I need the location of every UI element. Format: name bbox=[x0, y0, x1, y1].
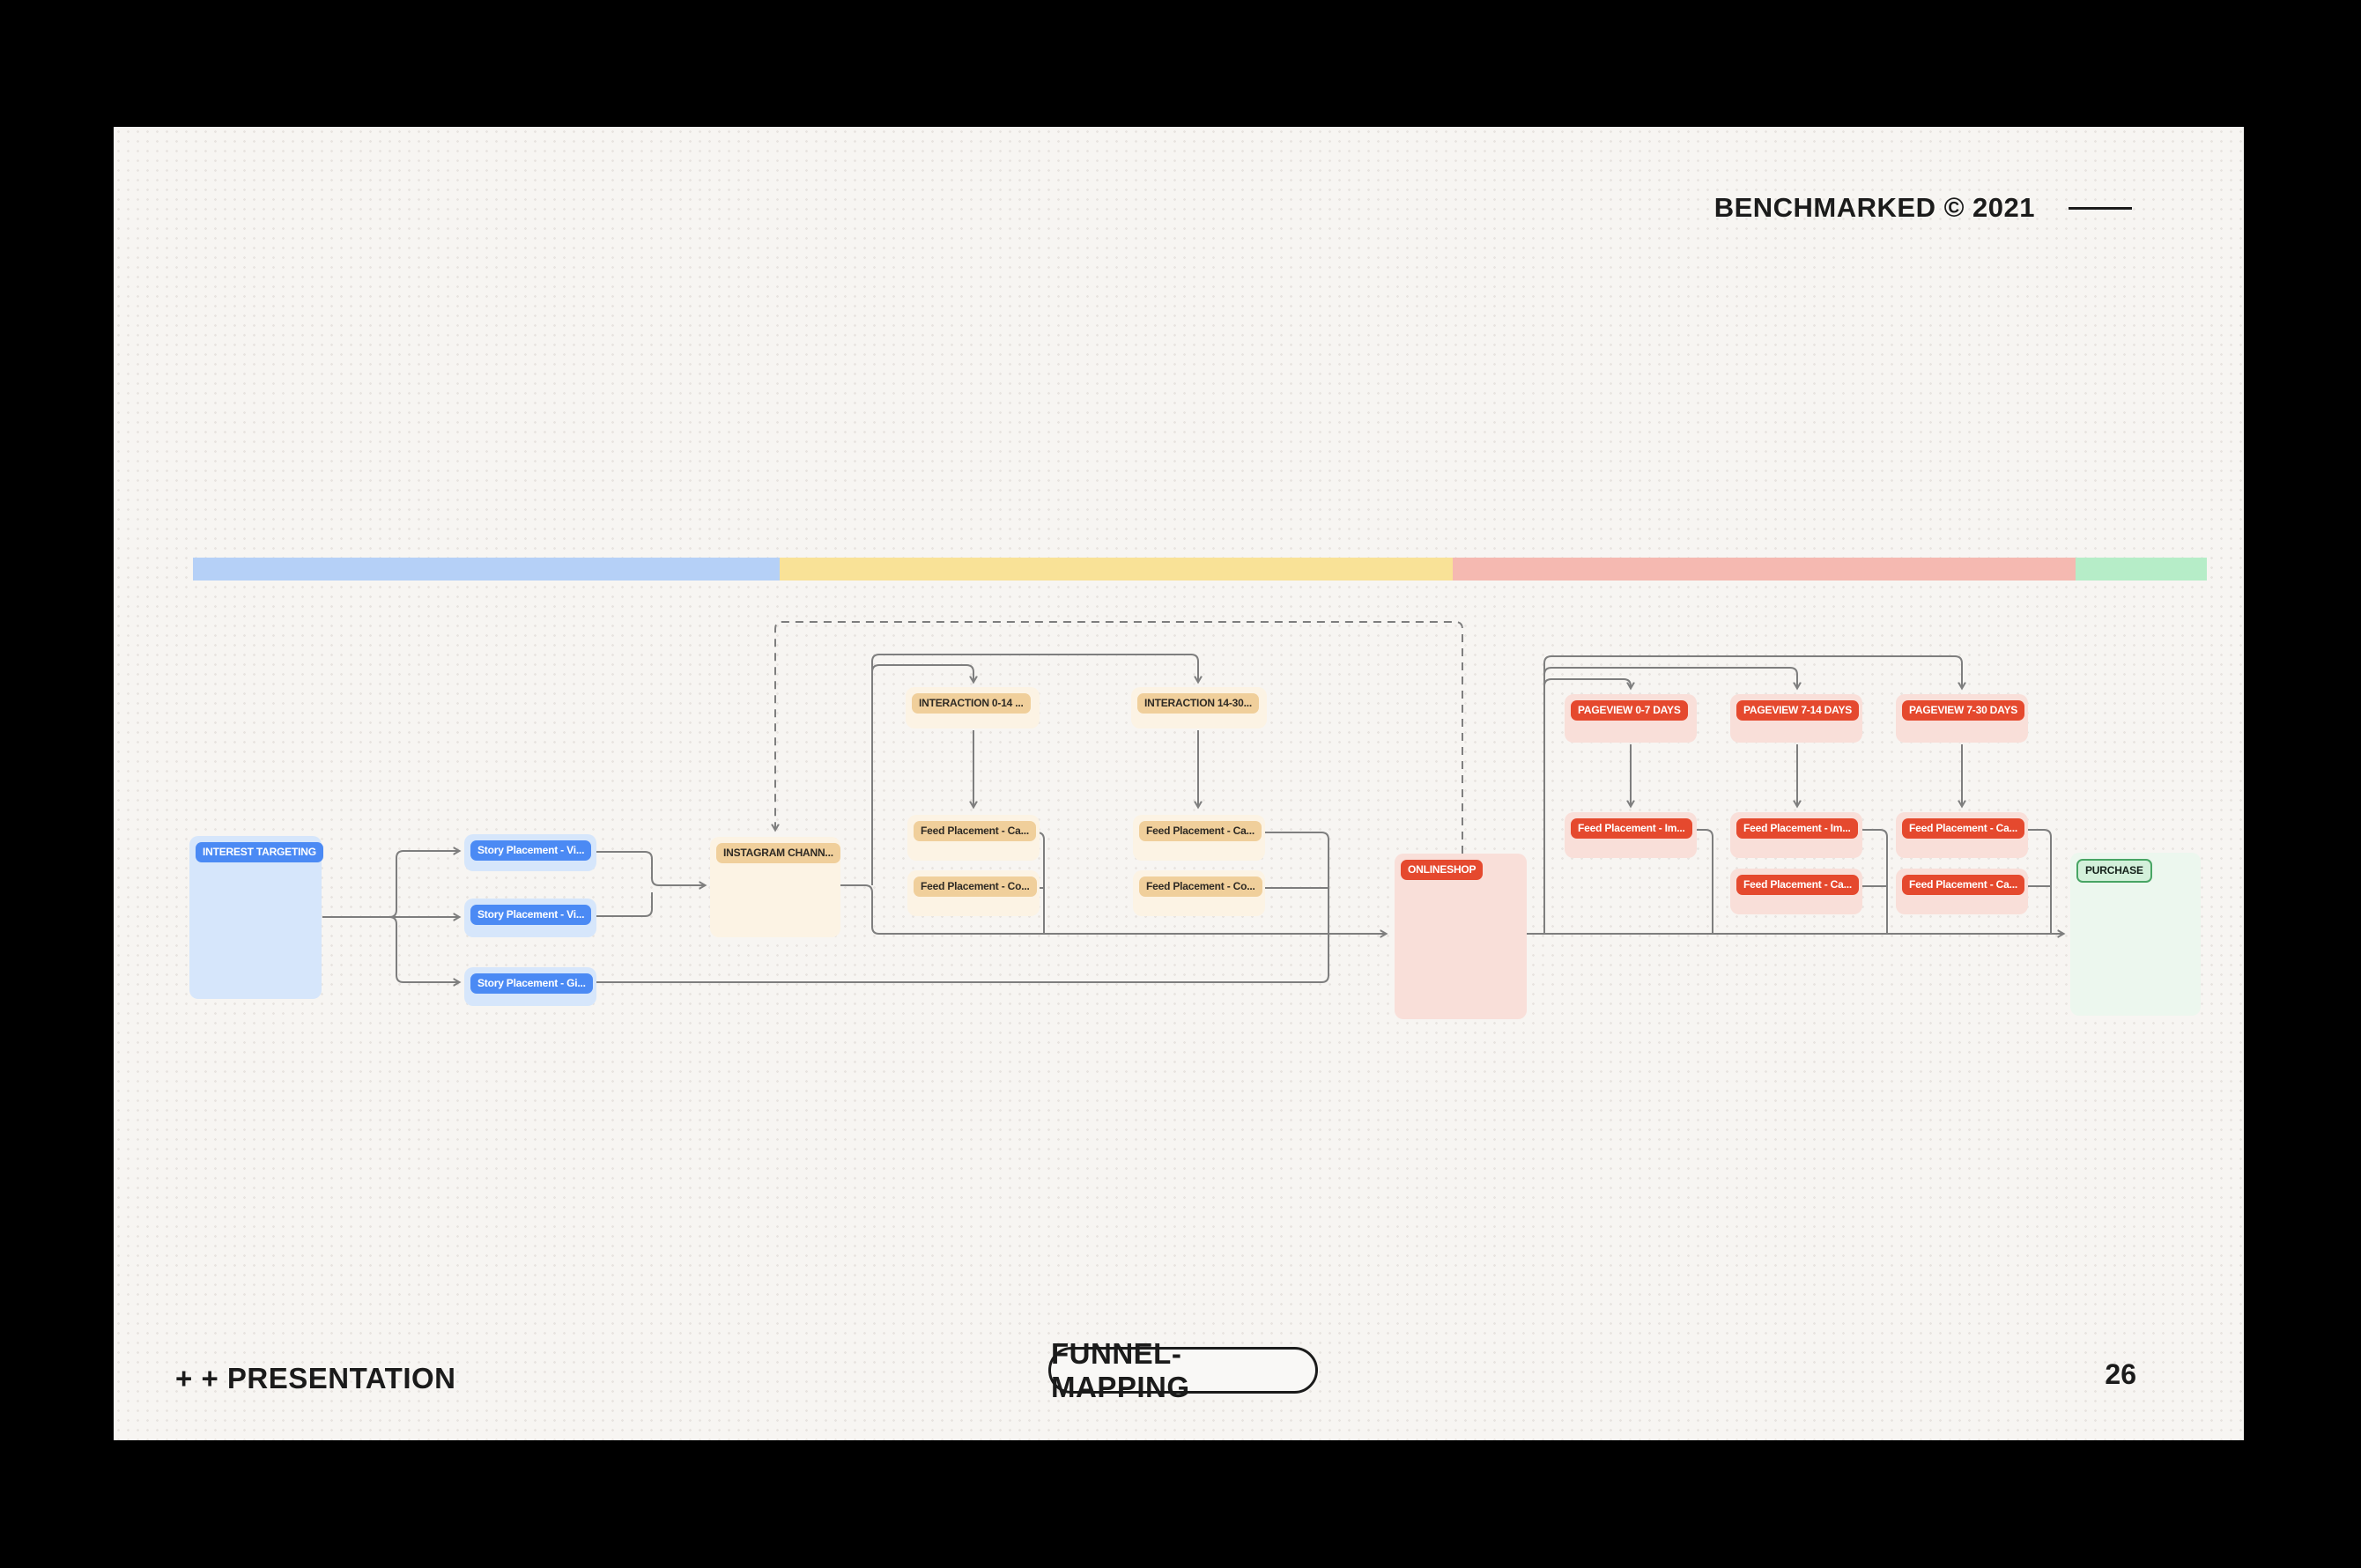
node-label: Story Placement - Vi... bbox=[470, 905, 592, 925]
node-feed-placement-ca-r3b: Feed Placement - Ca... bbox=[1896, 869, 2028, 914]
node-label: Story Placement - Gi... bbox=[470, 973, 593, 994]
node-instagram-channel: INSTAGRAM CHANN... bbox=[710, 837, 840, 937]
node-story-placement-2: Story Placement - Vi... bbox=[464, 899, 596, 937]
node-label: Feed Placement - Ca... bbox=[1902, 818, 2024, 839]
pageview-down-arrows bbox=[1631, 744, 1962, 806]
footer-funnel-mapping-pill: FUNNEL-MAPPING bbox=[1048, 1337, 1318, 1403]
node-feed-placement-co-1: Feed Placement - Co... bbox=[907, 870, 1040, 916]
node-feed-placement-im-r2: Feed Placement - Im... bbox=[1730, 812, 1862, 858]
node-label: Feed Placement - Co... bbox=[914, 876, 1037, 897]
node-label: INTEREST TARGETING bbox=[196, 842, 323, 862]
node-label: Story Placement - Vi... bbox=[470, 840, 592, 861]
funnel-stage-bar bbox=[193, 558, 2207, 581]
brand-dash-line bbox=[2069, 206, 2132, 210]
funnel-bar-segment-green-stage bbox=[2076, 558, 2207, 581]
footer-presentation-label: + + PRESENTATION bbox=[175, 1362, 456, 1394]
node-label: Feed Placement - Ca... bbox=[914, 821, 1036, 841]
node-label: Feed Placement - Ca... bbox=[1736, 875, 1859, 895]
funnel-bar-segment-yellow-stage bbox=[780, 558, 1453, 581]
node-interaction-0-14: INTERACTION 0-14 ... bbox=[906, 687, 1040, 729]
node-label: INTERACTION 14-30... bbox=[1137, 693, 1260, 714]
copyright-text: BENCHMARKED © 2021 bbox=[1713, 192, 2035, 223]
node-label: Feed Placement - Im... bbox=[1736, 818, 1858, 839]
node-label: INSTAGRAM CHANN... bbox=[716, 843, 840, 863]
retargeting-dashed-loop bbox=[775, 621, 1463, 854]
node-feed-placement-co-2: Feed Placement - Co... bbox=[1133, 870, 1265, 916]
funnel-bar-segment-blue-stage bbox=[193, 558, 780, 581]
footer-pill-label: FUNNEL-MAPPING bbox=[1051, 1336, 1190, 1403]
node-label: PAGEVIEW 0-7 DAYS bbox=[1571, 700, 1688, 721]
node-interaction-14-30: INTERACTION 14-30... bbox=[1131, 687, 1267, 729]
brand-block: BENCHMARKED © 2021 bbox=[1714, 192, 2132, 224]
node-feed-placement-ca-r3a: Feed Placement - Ca... bbox=[1896, 812, 2028, 858]
node-story-placement-1: Story Placement - Vi... bbox=[464, 834, 596, 871]
slide: BENCHMARKED © 2021 bbox=[114, 127, 2244, 1440]
node-pageview-7-30: PAGEVIEW 7-30 DAYS bbox=[1896, 694, 2028, 743]
node-label: ONLINESHOP bbox=[1401, 860, 1484, 880]
node-interest-targeting: INTEREST TARGETING bbox=[189, 836, 323, 999]
node-onlineshop: ONLINESHOP bbox=[1395, 854, 1527, 1019]
node-feed-placement-im-r1: Feed Placement - Im... bbox=[1565, 812, 1697, 858]
node-feed-placement-ca-1: Feed Placement - Ca... bbox=[907, 815, 1040, 861]
page-number: 26 bbox=[2105, 1358, 2136, 1390]
interest-to-story-branches bbox=[322, 851, 459, 982]
node-label: Feed Placement - Ca... bbox=[1902, 875, 2024, 895]
node-story-placement-3: Story Placement - Gi... bbox=[464, 967, 596, 1006]
node-pageview-0-7: PAGEVIEW 0-7 DAYS bbox=[1565, 694, 1697, 743]
node-pageview-7-14: PAGEVIEW 7-14 DAYS bbox=[1730, 694, 1862, 743]
node-label: PAGEVIEW 7-30 DAYS bbox=[1902, 700, 2025, 721]
story-merge-to-instagram bbox=[596, 851, 705, 917]
node-label: Feed Placement - Im... bbox=[1571, 818, 1692, 839]
node-label: Feed Placement - Ca... bbox=[1139, 821, 1262, 841]
node-feed-placement-ca-r2: Feed Placement - Ca... bbox=[1730, 869, 1862, 914]
connector-lines bbox=[322, 621, 2244, 1440]
funnel-bar-segment-red-stage bbox=[1453, 558, 2076, 581]
interaction-down-arrows bbox=[973, 730, 1198, 807]
node-purchase: PURCHASE bbox=[2070, 853, 2201, 1016]
node-label: PURCHASE bbox=[2076, 859, 2152, 883]
node-feed-placement-ca-2: Feed Placement - Ca... bbox=[1133, 815, 1265, 861]
node-label: PAGEVIEW 7-14 DAYS bbox=[1736, 700, 1860, 721]
node-label: INTERACTION 0-14 ... bbox=[912, 693, 1031, 714]
node-label: Feed Placement - Co... bbox=[1139, 876, 1262, 897]
